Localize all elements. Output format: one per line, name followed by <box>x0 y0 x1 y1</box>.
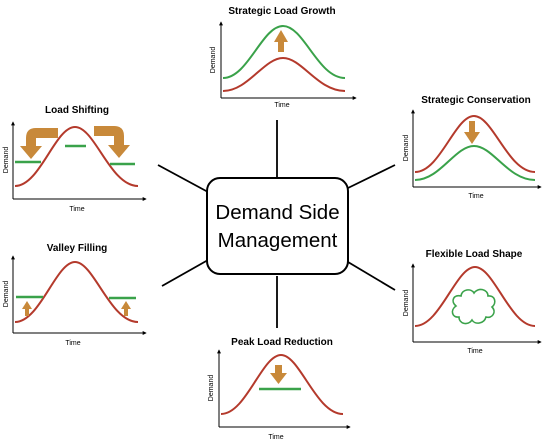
y-axis-label: Demand <box>3 147 10 174</box>
down-arrow-icon <box>270 365 287 384</box>
connector-top-right <box>347 164 396 189</box>
baseline-curve <box>414 265 536 327</box>
curved-arrow-left-icon <box>20 128 58 159</box>
center-box <box>206 177 349 275</box>
y-axis-label: Demand <box>210 47 217 74</box>
modified-curve <box>222 24 346 79</box>
panel-title: Strategic Conservation <box>421 95 530 106</box>
x-axis-label: Time <box>69 206 84 213</box>
panel-strategic-load-growth: Strategic Load Growth Demand Time <box>210 6 357 109</box>
center-title-line2: Management <box>218 229 338 252</box>
cloud-icon <box>451 288 496 325</box>
baseline-curve <box>220 353 344 415</box>
curved-arrow-right-icon <box>94 126 130 158</box>
panel-title: Flexible Load Shape <box>426 249 523 260</box>
panel-flexible-load-shape: Flexible Load Shape Demand Time <box>403 249 542 355</box>
panel-strategic-conservation: Strategic Conservation Demand Time <box>403 95 542 200</box>
baseline-curve <box>14 260 139 323</box>
center-node: Demand Side Management <box>206 177 349 275</box>
baseline-curve <box>222 56 346 92</box>
panel-peak-load-reduction: Peak Load Reduction Demand Time <box>208 337 351 441</box>
up-arrow-icon <box>22 301 32 316</box>
x-axis-label: Time <box>467 348 482 355</box>
panel-load-shifting: Load Shifting Demand Time <box>3 105 147 213</box>
modified-curve <box>414 144 536 181</box>
baseline-curve <box>14 125 139 187</box>
x-axis-label: Time <box>65 340 80 347</box>
x-axis-label: Time <box>468 193 483 200</box>
y-axis-label: Demand <box>3 281 10 308</box>
x-axis-label: Time <box>274 102 289 109</box>
connector-bottom-left <box>161 259 209 287</box>
panel-title: Load Shifting <box>45 105 109 116</box>
baseline-curve <box>414 114 536 173</box>
center-title-line1: Demand Side <box>215 201 339 224</box>
up-arrow-icon <box>274 30 288 52</box>
connector-lines <box>157 120 396 328</box>
panel-title: Strategic Load Growth <box>228 6 335 17</box>
panel-title: Peak Load Reduction <box>231 337 333 348</box>
x-axis-label: Time <box>268 434 283 441</box>
up-arrow-icon <box>121 301 131 316</box>
panel-valley-filling: Valley Filling Demand Time <box>3 243 147 347</box>
y-axis-label: Demand <box>403 135 410 162</box>
panel-title: Valley Filling <box>47 243 108 254</box>
connector-bottom-right <box>347 261 396 291</box>
y-axis-label: Demand <box>208 375 215 402</box>
y-axis-label: Demand <box>403 290 410 317</box>
connector-top-left <box>157 164 209 193</box>
down-arrow-icon <box>464 121 480 144</box>
